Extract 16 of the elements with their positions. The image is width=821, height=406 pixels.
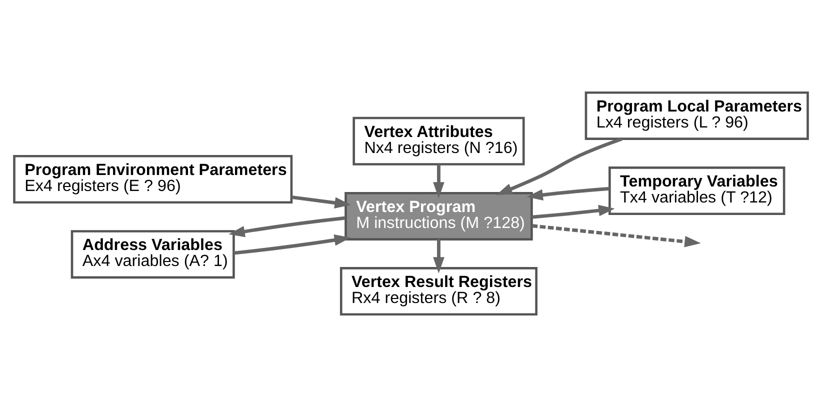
arrow xyxy=(531,224,700,247)
node-box: Vertex Program M instructions (M ?128) xyxy=(344,191,532,240)
node-box: Program Environment Parameters Ex4 registers (E ? 96) xyxy=(12,154,292,203)
node-box: Vertex Result Registers Rx4 registers (R ? 8) xyxy=(339,266,537,316)
arrow xyxy=(432,164,444,198)
node-box: Program Local Parameters Lx4 registers (L ? 96) xyxy=(584,90,808,140)
arrow xyxy=(233,234,350,254)
arrow xyxy=(228,216,346,237)
node-box: Address Variables Ax4 variables (A? 1) xyxy=(70,230,234,278)
arrow xyxy=(526,186,610,200)
arrow xyxy=(290,194,350,208)
arrow xyxy=(496,136,622,195)
node-box: Temporary Variables Tx4 variables (T ?12) xyxy=(608,166,785,215)
node-box: Vertex Attributes Nx4 registers (N ?16) xyxy=(352,116,524,165)
arrow xyxy=(531,204,614,218)
arrow xyxy=(432,238,444,273)
